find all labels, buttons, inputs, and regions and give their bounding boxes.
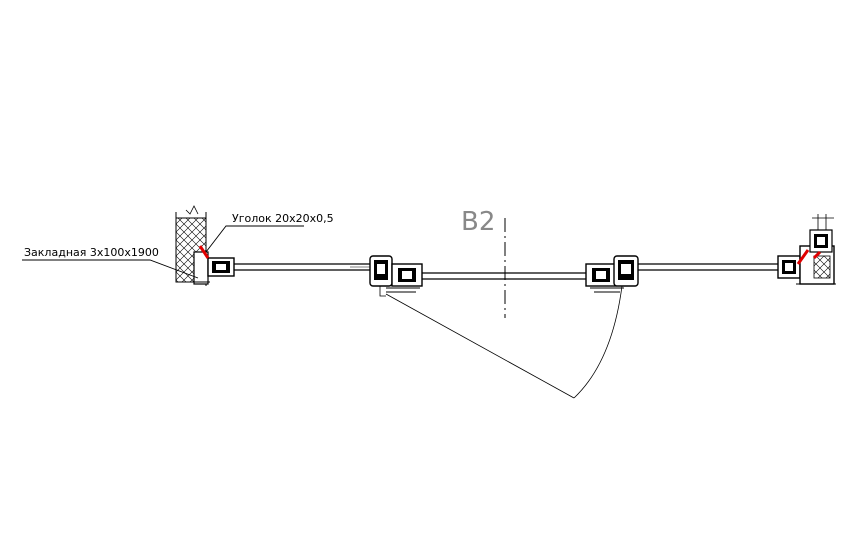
corner-angle-highlight — [198, 245, 822, 265]
leader-lines — [22, 225, 304, 279]
right-frame-profile — [777, 214, 836, 285]
right-sash-profile — [585, 255, 639, 293]
embedded-annotation: Закладная 3x100x1900 — [24, 246, 159, 259]
center-label: B2 — [461, 207, 495, 237]
glazing-rails — [234, 263, 782, 280]
left-sash-profile — [369, 255, 423, 297]
corner-annotation: Уголок 20x20x0,5 — [232, 212, 334, 225]
left-frame-profile — [190, 251, 235, 285]
door-swing-lines — [385, 285, 623, 399]
